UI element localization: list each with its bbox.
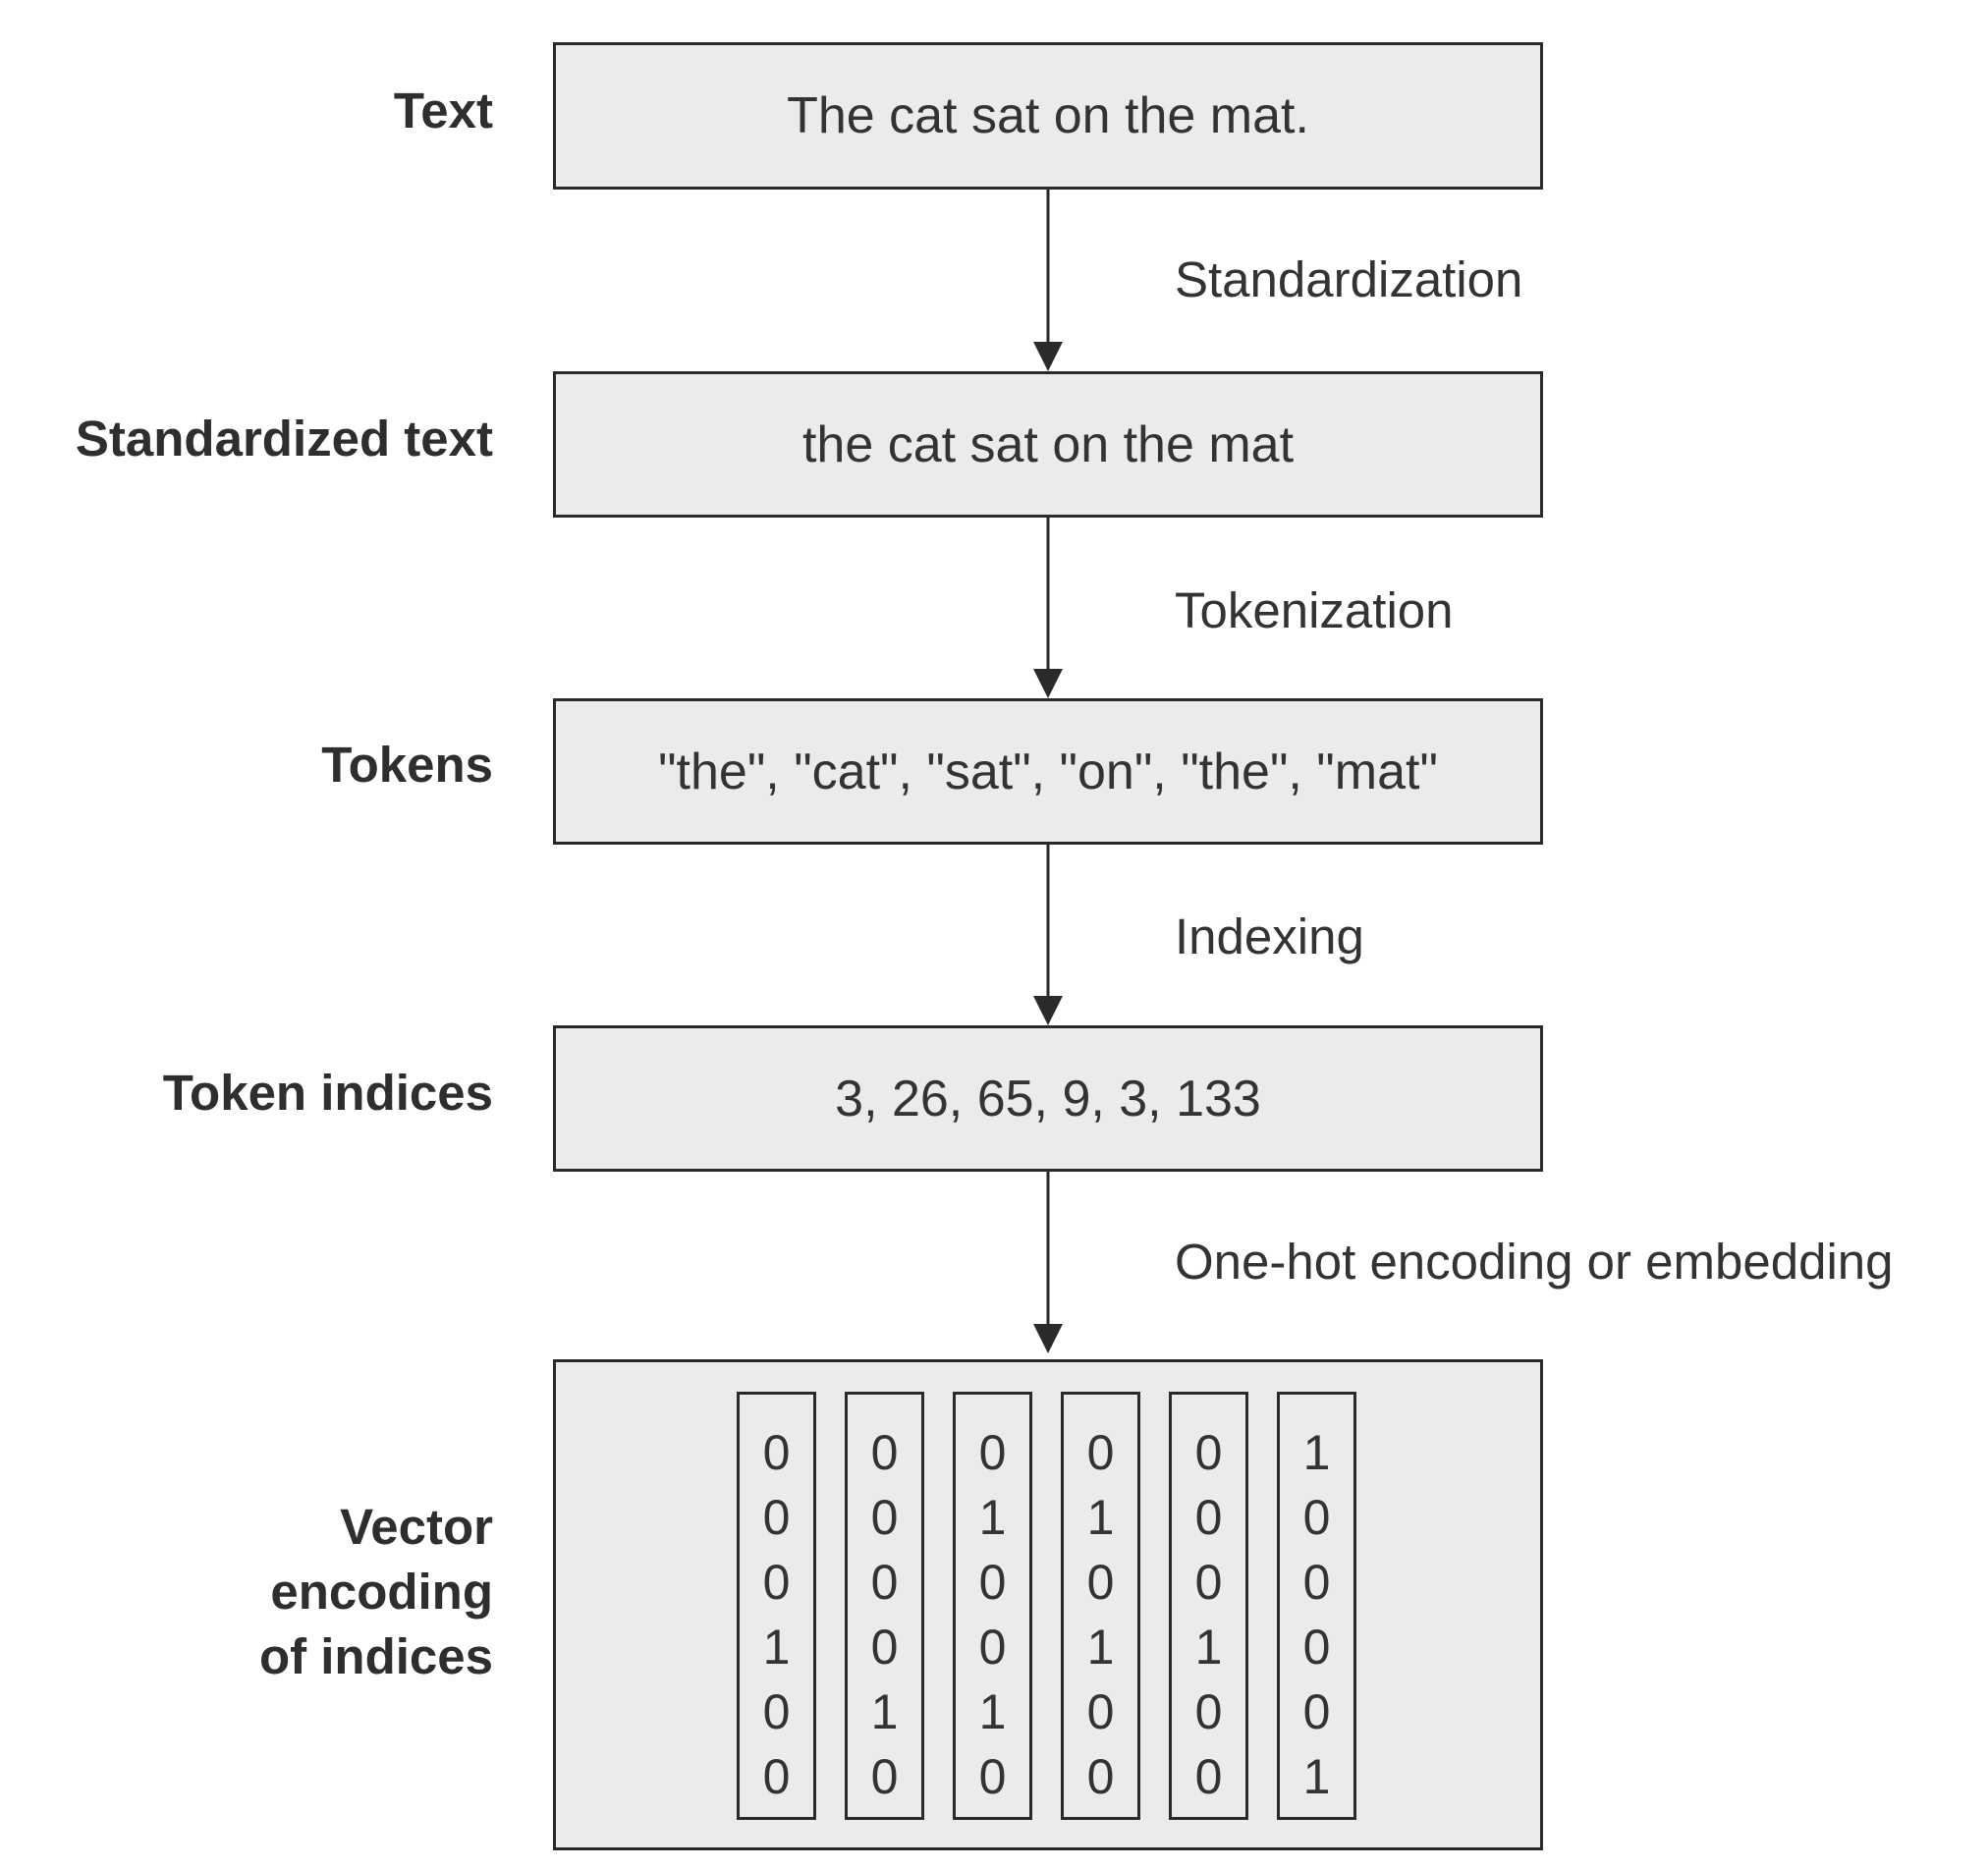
vector-cell: 0 [1194,1555,1223,1610]
stage-content-token-indices: 3, 26, 65, 9, 3, 133 [835,1070,1261,1128]
vector-cell: 0 [978,1749,1007,1804]
vector-cell: 0 [762,1749,791,1804]
vector-cell: 0 [870,1425,899,1480]
vector-cell: 0 [762,1684,791,1739]
vector-cell: 0 [1086,1555,1115,1610]
step-label-encoding: One-hot encoding or embedding [1175,1234,1894,1290]
vector-cell: 1 [870,1684,899,1739]
stage-label-standardized-text: Standardized text [75,411,493,467]
vector-cell: 0 [870,1555,899,1610]
vector-label-line-3: of indices [258,1628,493,1684]
vector-cell: 0 [1086,1684,1115,1739]
vector-cell: 0 [870,1490,899,1545]
vector-cell: 0 [1194,1749,1223,1804]
stage-label-token-indices: Token indices [162,1065,493,1121]
vector-cell: 0 [1302,1555,1331,1610]
vector-cell: 1 [762,1620,791,1675]
vector-cell: 0 [1194,1425,1223,1480]
vector-cell: 0 [870,1749,899,1804]
vector-cell: 1 [1086,1490,1115,1545]
vector-cell: 1 [978,1684,1007,1739]
vector-cell: 1 [1086,1620,1115,1675]
vector-column: 0 0 0 0 1 0 [845,1392,924,1820]
step-label-tokenization: Tokenization [1175,582,1454,638]
stage-content-text: The cat sat on the mat. [787,87,1309,144]
stage-box-standardized-text: the cat sat on the mat [553,371,1543,518]
stage-label-text: Text [393,82,493,138]
vector-cell: 0 [1302,1490,1331,1545]
vector-cell: 0 [1302,1684,1331,1739]
vector-cell: 0 [762,1425,791,1480]
stage-box-token-indices: 3, 26, 65, 9, 3, 133 [553,1025,1543,1172]
vector-column: 0 1 0 1 0 0 [1061,1392,1140,1820]
vector-cell: 0 [870,1620,899,1675]
vector-column: 0 0 0 1 0 0 [1169,1392,1248,1820]
vector-cell: 0 [1194,1684,1223,1739]
vector-cell: 1 [1302,1425,1331,1480]
step-label-standardization: Standardization [1175,251,1523,307]
vector-column: 0 1 0 0 1 0 [953,1392,1032,1820]
vector-cell: 0 [762,1490,791,1545]
vector-encoding-box: 0 0 0 1 0 0 0 0 0 0 1 0 0 1 0 0 1 0 0 1 0 1 0 0 0 0 0 1 0 0 1 0 0 0 0 1 [553,1359,1543,1850]
vector-cell: 0 [1302,1620,1331,1675]
vector-column: 0 0 0 1 0 0 [737,1392,816,1820]
vector-cell: 0 [762,1555,791,1610]
stage-content-tokens: "the", "cat", "sat", "on", "the", "mat" [658,742,1438,800]
stage-content-standardized-text: the cat sat on the mat [801,415,1295,473]
stage-box-tokens: "the", "cat", "sat", "on", "the", "mat" [553,698,1543,845]
stage-label-vector-encoding: Vector encoding of indices [259,1495,493,1689]
vector-cell: 1 [1194,1620,1223,1675]
stage-label-tokens: Tokens [321,737,493,793]
vector-cell: 0 [978,1425,1007,1480]
vector-cell: 0 [978,1555,1007,1610]
vector-cell: 0 [978,1620,1007,1675]
vector-cell: 1 [1302,1749,1331,1804]
vector-cell: 1 [978,1490,1007,1545]
stage-box-text: The cat sat on the mat. [553,42,1543,190]
vector-label-line-2: encoding [270,1564,493,1620]
step-label-indexing: Indexing [1175,908,1364,964]
vector-column: 1 0 0 0 0 1 [1277,1392,1356,1820]
vector-label-line-1: Vector [340,1499,493,1555]
vector-cell: 0 [1086,1425,1115,1480]
vector-cell: 0 [1086,1749,1115,1804]
vector-cell: 0 [1194,1490,1223,1545]
